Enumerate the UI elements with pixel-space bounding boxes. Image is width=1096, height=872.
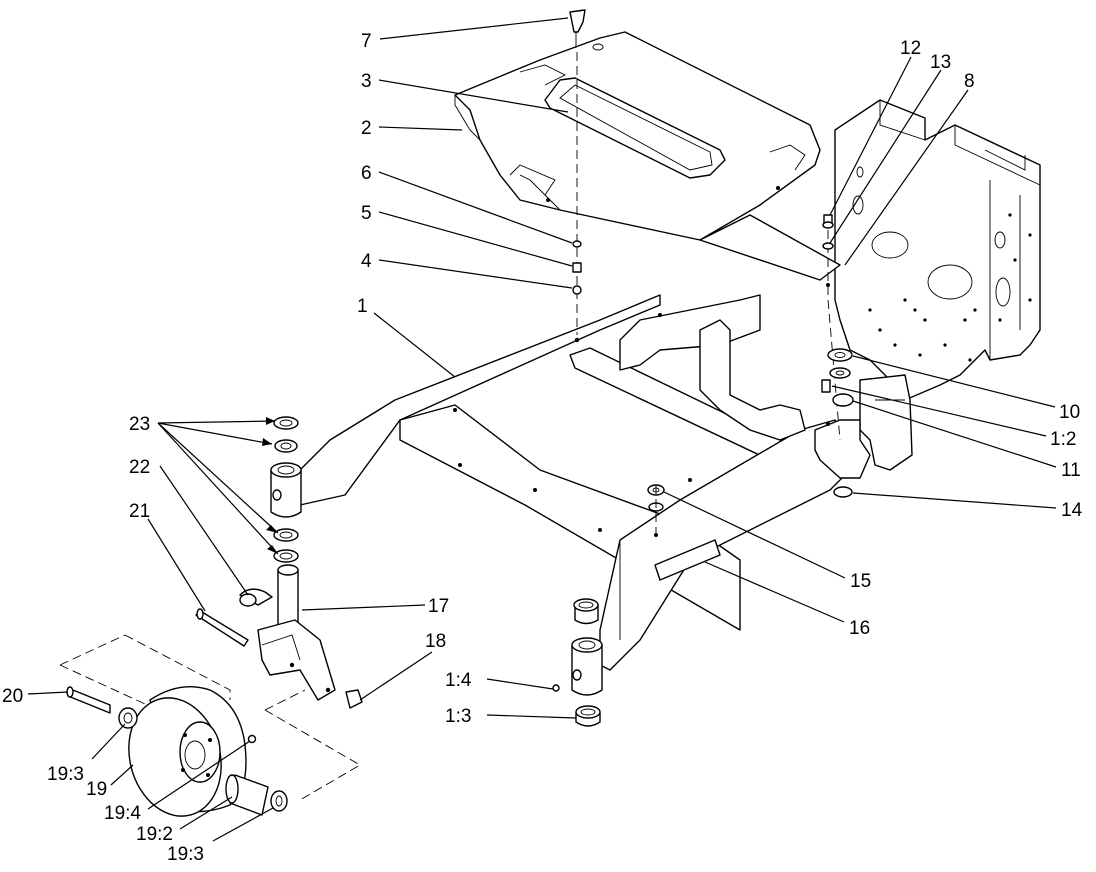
callout-13: 13 [930,52,951,73]
callout-5: 5 [361,203,372,224]
callout-19-4: 19:4 [104,803,141,824]
right-centerline [827,230,841,441]
callout-15: 15 [850,571,871,592]
callout-11: 11 [1061,460,1081,481]
center-washers [647,484,665,537]
callout-8: 8 [964,71,975,92]
right-caster-assembly [552,598,603,727]
callout-1-2: 1:2 [1050,429,1076,450]
callout-2: 2 [361,118,372,139]
callout-1-4: 1:4 [445,670,472,691]
callout-6: 6 [361,163,372,184]
callout-16: 16 [849,618,870,639]
nut-hardware-stack [572,240,582,343]
callout-19: 19 [86,779,107,800]
callout-1-3: 1:3 [445,706,471,727]
callout-3: 3 [361,71,372,92]
callout-labels: 7 3 2 6 5 4 1 12 13 8 10 1:2 11 14 15 16… [2,31,1083,865]
left-wheel-assembly [59,634,361,817]
callout-1: 1 [357,296,368,317]
callout-7: 7 [361,31,372,52]
callout-22: 22 [129,457,150,478]
callout-14: 14 [1061,500,1083,521]
right-hardware-stack [821,214,854,498]
knob [569,9,586,48]
chassis-frame [299,294,871,671]
callout-12: 12 [900,38,921,59]
engine-frame [834,99,1041,471]
leader-lines [27,17,1057,842]
callout-10: 10 [1059,402,1080,423]
callout-19-3-left: 19:3 [47,764,84,785]
left-caster-assembly [195,416,363,709]
callout-21: 21 [129,501,150,522]
callout-19-3-right: 19:3 [167,844,204,865]
callout-18: 18 [425,631,446,652]
callout-17: 17 [428,596,449,617]
footrest-pan [454,31,841,281]
callout-23: 23 [129,414,150,435]
callout-4: 4 [361,251,372,272]
callout-20: 20 [2,686,23,707]
callout-19-2: 19:2 [136,824,173,845]
